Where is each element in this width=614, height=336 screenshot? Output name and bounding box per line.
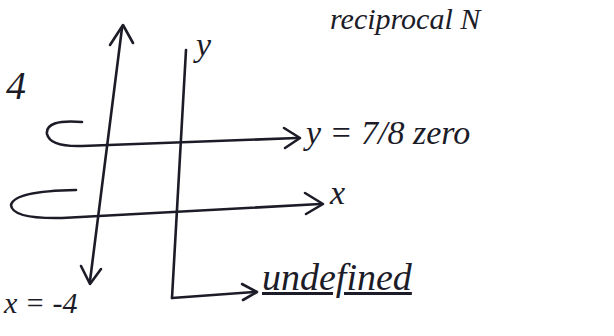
arrowhead: [242, 284, 257, 300]
arrowhead: [284, 128, 300, 148]
axis-label: x: [330, 176, 345, 210]
vertical-axis: [90, 28, 122, 281]
note-label: undefined: [262, 258, 412, 296]
arrowhead: [81, 266, 101, 284]
arrowhead: [110, 25, 133, 45]
asymptote-label: y = 7/8 zero: [306, 116, 470, 150]
side-label: 4: [6, 66, 26, 106]
asymptote-label: x = -4: [4, 288, 78, 318]
axis-label: y: [196, 28, 211, 62]
heading-note: reciprocal N: [330, 4, 480, 34]
x-axis: [11, 190, 320, 218]
pointer-arrow: [172, 292, 254, 298]
y-axis: [172, 50, 186, 298]
arrowhead: [305, 193, 323, 214]
horizontal-asymptote: [47, 122, 297, 147]
